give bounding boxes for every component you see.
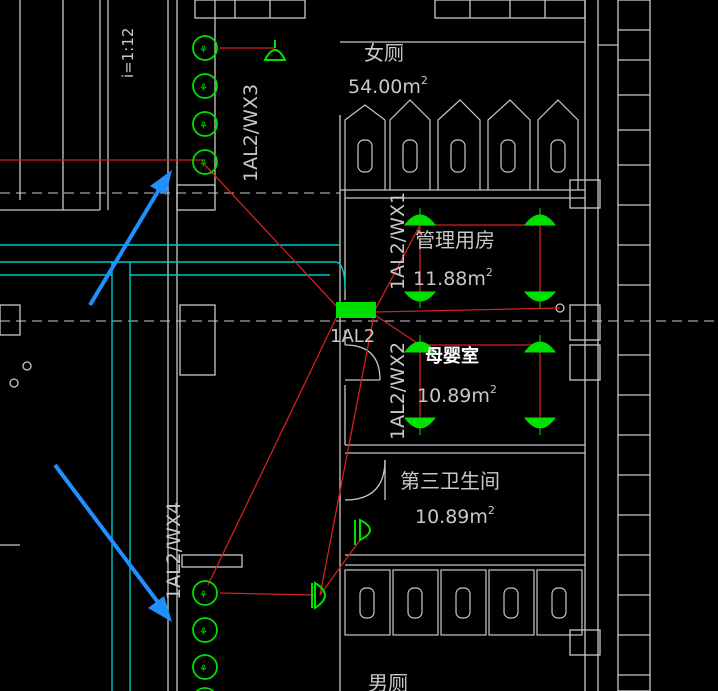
cyan-ducts — [0, 244, 346, 691]
panel-label: 1AL2 — [330, 326, 375, 347]
exhaust-fan-icon — [263, 40, 371, 610]
ceiling-lights — [403, 208, 557, 435]
svg-text:⚘: ⚘ — [199, 664, 208, 675]
walls — [0, 0, 651, 691]
room-name-mens-toilet: 男厕 — [368, 671, 408, 691]
wiring — [0, 47, 561, 596]
slope-label: i=1:12 — [119, 28, 137, 78]
mens-stalls — [344, 569, 583, 636]
axis-lines — [0, 192, 718, 322]
svg-text:⚘: ⚘ — [199, 121, 208, 132]
svg-text:⚘: ⚘ — [199, 627, 208, 638]
room-area-womens-toilet: 54.00m2 — [348, 74, 428, 98]
circuit-label-wx3: 1AL2/WX3 — [240, 84, 262, 182]
svg-text:⚘: ⚘ — [199, 45, 208, 56]
room-area-mother-baby: 10.89m2 — [417, 383, 497, 407]
svg-text:⚘: ⚘ — [199, 83, 208, 94]
wall-lamps-top: ⚘ ⚘ ⚘ ⚘ — [192, 35, 218, 175]
room-area-third-restroom: 10.89m2 — [415, 504, 495, 528]
distribution-panel — [336, 302, 376, 318]
svg-text:⚘: ⚘ — [199, 159, 208, 170]
room-name-management: 管理用房 — [415, 228, 495, 252]
womens-stalls — [344, 99, 579, 190]
room-area-management: 11.88m2 — [413, 266, 493, 290]
circuit-label-wx2: 1AL2/WX2 — [387, 342, 409, 440]
room-name-third-restroom: 第三卫生间 — [400, 469, 500, 493]
circuit-label-wx1: 1AL2/WX1 — [387, 192, 409, 290]
room-name-womens-toilet: 女厕 — [364, 41, 404, 65]
svg-text:⚘: ⚘ — [199, 590, 208, 601]
room-name-mother-baby: 母婴室 — [425, 345, 479, 367]
wall-lamps-bottom: ⚘ ⚘ ⚘ — [192, 580, 218, 691]
blue-arrows — [53, 170, 172, 622]
circuit-label-wx4: 1AL2/WX4 — [163, 502, 185, 600]
